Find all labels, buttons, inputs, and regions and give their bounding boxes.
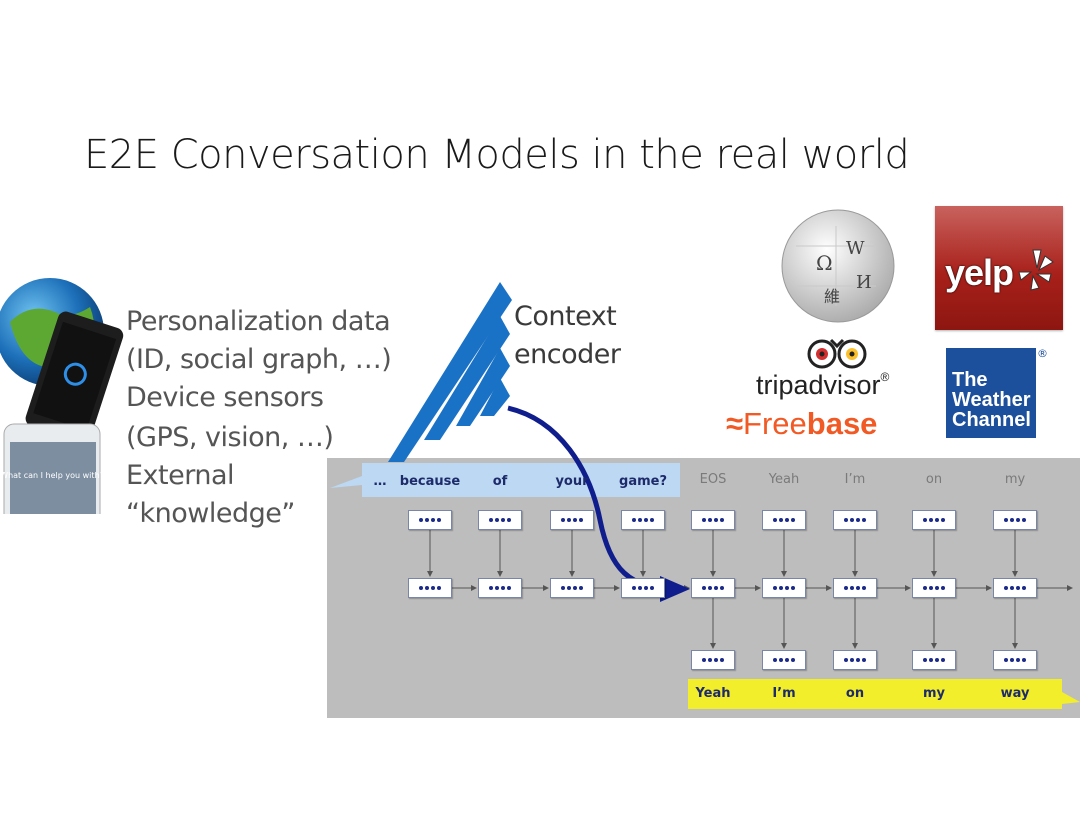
output-bubble xyxy=(688,679,1080,709)
weather-channel-logo: The Weather Channel xyxy=(946,348,1036,438)
encoder-hidden-node xyxy=(621,578,665,598)
input-token: your xyxy=(555,474,589,489)
freebase-prefix: Free xyxy=(743,406,807,441)
source-knowledge: “knowledge” xyxy=(126,498,295,529)
decoder-hidden-node xyxy=(993,578,1037,598)
wiki-glyph-cjk: 維 xyxy=(824,287,840,306)
decoder-embedding-node xyxy=(993,510,1037,530)
output-token: my xyxy=(922,686,946,701)
encoder-hidden-node xyxy=(408,578,452,598)
output-token: way xyxy=(1000,686,1030,701)
output-token: Yeah xyxy=(695,686,731,701)
input-token: because xyxy=(399,474,461,489)
source-personalization-detail: (ID, social graph, …) xyxy=(126,344,392,375)
input-token: … xyxy=(373,474,387,489)
weather-line-1: The xyxy=(952,369,988,391)
slide-title: E2E Conversation Models in the real worl… xyxy=(84,132,910,178)
input-token: of xyxy=(492,474,508,489)
decoder-embedding-node xyxy=(762,510,806,530)
context-encoder-label-line1: Context xyxy=(514,301,617,332)
decoder-hidden-node xyxy=(691,578,735,598)
context-encoder-label: Context encoder xyxy=(514,298,621,374)
wikipedia-logo: Ω W И 維 xyxy=(781,209,895,323)
decoder-hidden-node xyxy=(833,578,877,598)
encoder-hidden-node xyxy=(478,578,522,598)
device-illustration: What can I help you with? xyxy=(0,278,124,514)
context-encoder-label-line2: encoder xyxy=(514,339,621,370)
tripadvisor-registered: ® xyxy=(880,370,890,384)
tripadvisor-wordmark: tripadvisor xyxy=(756,370,881,400)
decoder-input-token: my xyxy=(1004,472,1026,487)
decoder-input-token: EOS xyxy=(699,472,727,487)
decoder-embedding-node xyxy=(691,510,735,530)
wiki-glyph-w: W xyxy=(846,238,865,259)
encoder-embedding-node xyxy=(478,510,522,530)
decoder-output-node xyxy=(762,650,806,670)
context-arrow-head xyxy=(660,576,690,602)
yelp-logo: yelp xyxy=(935,206,1063,330)
yelp-wordmark: yelp xyxy=(945,252,1014,293)
freebase-wave-icon: ≈ xyxy=(726,406,744,441)
decoder-input-token: on xyxy=(925,472,943,487)
decoder-input-token: I’m xyxy=(844,472,866,487)
decoder-output-node xyxy=(993,650,1037,670)
encoder-embedding-node xyxy=(621,510,665,530)
source-sensors-detail: (GPS, vision, …) xyxy=(126,422,334,453)
wiki-glyph-omega: Ω xyxy=(816,251,833,275)
output-token: I’m xyxy=(772,686,796,701)
freebase-logo: ≈Freebase xyxy=(726,406,877,442)
android-phone xyxy=(25,311,124,443)
weather-registered: ® xyxy=(1037,347,1048,360)
input-token: game? xyxy=(619,474,667,489)
freebase-suffix: base xyxy=(806,406,878,441)
wiki-glyph-i: И xyxy=(856,272,872,293)
decoder-output-node xyxy=(912,650,956,670)
decoder-embedding-node xyxy=(833,510,877,530)
decoder-hidden-node xyxy=(762,578,806,598)
encoder-embedding-node xyxy=(550,510,594,530)
weather-line-2: Weather xyxy=(952,389,1031,411)
decoder-hidden-node xyxy=(912,578,956,598)
phone-prompt: What can I help you with? xyxy=(0,471,104,480)
weather-line-3: Channel xyxy=(952,409,1031,431)
source-personalization: Personalization data xyxy=(126,306,391,337)
source-external: External xyxy=(126,460,235,491)
yelp-burst-icon xyxy=(1018,249,1054,291)
output-token: on xyxy=(845,686,865,701)
encoder-embedding-node xyxy=(408,510,452,530)
decoder-output-node xyxy=(833,650,877,670)
decoder-output-node xyxy=(691,650,735,670)
iphone xyxy=(3,423,101,514)
decoder-embedding-node xyxy=(912,510,956,530)
tripadvisor-owl-icon xyxy=(807,338,867,369)
tripadvisor-logo: tripadvisor® xyxy=(756,370,889,401)
source-device-sensors: Device sensors xyxy=(126,382,324,413)
encoder-hidden-node xyxy=(550,578,594,598)
decoder-input-token: Yeah xyxy=(768,472,800,487)
context-encoder-shape xyxy=(388,282,512,462)
